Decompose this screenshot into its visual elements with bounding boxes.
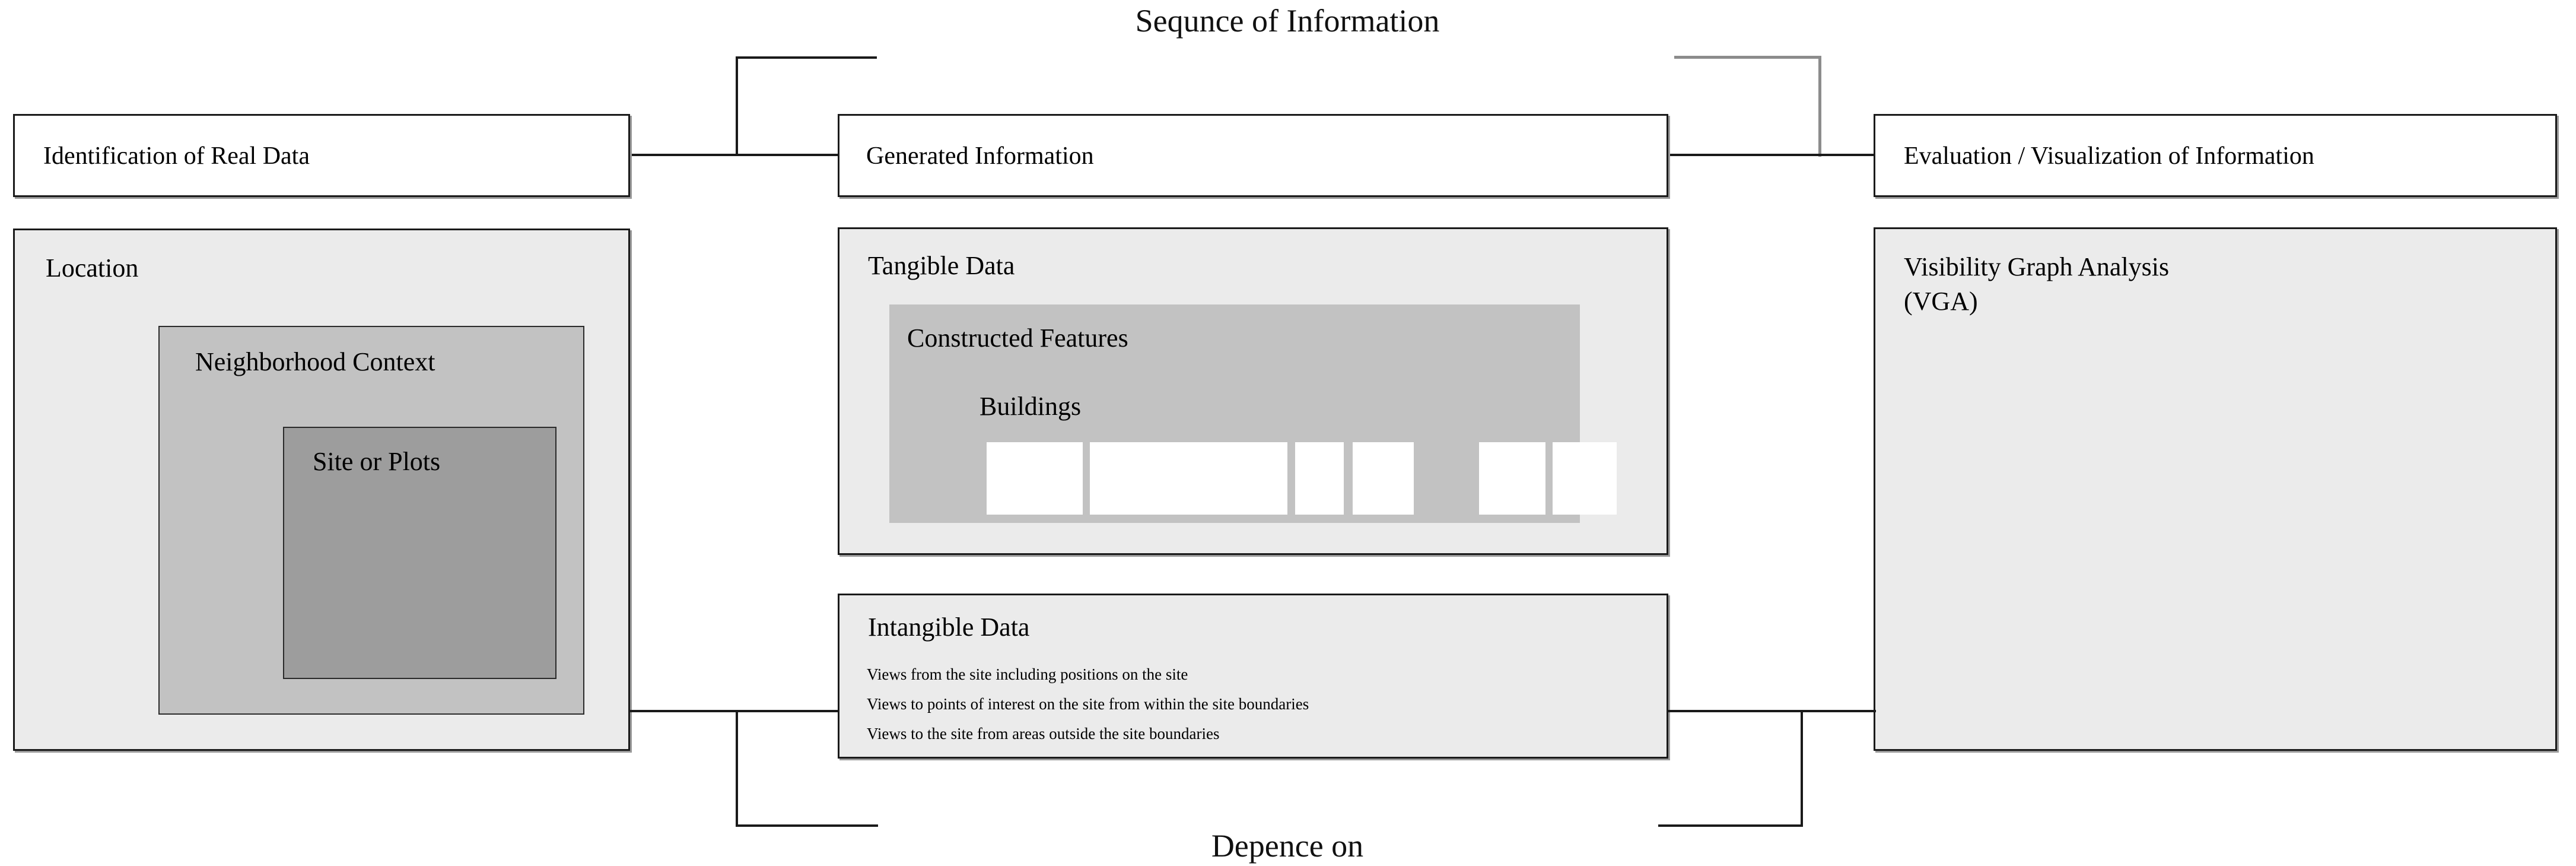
visibility-graph-analysis-box[interactable]: Visibility Graph Analysis (VGA) <box>1874 227 2557 751</box>
tangible-data-label: Tangible Data <box>868 251 1015 280</box>
top-left-connector-horizontal <box>736 56 877 59</box>
identification-of-real-data-box[interactable]: Identification of Real Data <box>13 114 630 197</box>
constructed-features-box[interactable]: Constructed Features Buildings <box>889 304 1617 523</box>
evaluation-visualization-label: Evaluation / Visualization of Informatio… <box>1904 142 2314 170</box>
location-box[interactable]: Location Neighborhood Context Site or Pl… <box>13 229 630 751</box>
tangible-data-box[interactable]: Tangible Data Constructed Features Build… <box>838 227 1668 555</box>
building-block <box>1479 442 1545 515</box>
connector-location-to-intangible <box>630 710 839 712</box>
building-block <box>1553 442 1617 515</box>
intangible-data-box[interactable]: Intangible Data Views from the site incl… <box>838 594 1668 759</box>
intangible-data-line-3: Views to the site from areas outside the… <box>867 725 1220 743</box>
building-block <box>1353 442 1414 515</box>
intangible-data-line-2: Views to points of interest on the site … <box>867 695 1309 713</box>
top-left-connector-vertical <box>736 56 738 156</box>
building-block <box>987 442 1083 515</box>
top-right-connector-vertical <box>1818 56 1821 157</box>
top-right-connector-horizontal <box>1674 56 1821 59</box>
vga-title-line-1: Visibility Graph Analysis <box>1904 252 2170 281</box>
bottom-left-connector-vertical <box>736 710 738 826</box>
intangible-data-label: Intangible Data <box>868 613 1030 642</box>
vga-title-line-2: (VGA) <box>1904 287 1978 316</box>
bottom-left-connector-horizontal <box>736 824 878 827</box>
location-label: Location <box>46 253 139 283</box>
connector-generated-to-evaluation <box>1668 154 1875 156</box>
bottom-right-connector-vertical <box>1801 710 1803 826</box>
connector-identification-to-generated <box>630 154 839 156</box>
bottom-right-connector-horizontal <box>1658 824 1803 827</box>
neighborhood-context-box[interactable]: Neighborhood Context Site or Plots <box>158 326 584 715</box>
generated-information-label: Generated Information <box>866 142 1094 170</box>
building-block <box>1090 442 1287 515</box>
constructed-features-label: Constructed Features <box>907 323 1128 353</box>
connector-intangible-to-vga <box>1668 710 1876 712</box>
building-block <box>1295 442 1344 515</box>
top-caption: Sequnce of Information <box>1135 3 1440 39</box>
neighborhood-context-label: Neighborhood Context <box>195 347 435 376</box>
identification-of-real-data-label: Identification of Real Data <box>43 142 310 170</box>
site-or-plots-box[interactable]: Site or Plots <box>283 427 556 679</box>
intangible-data-line-1: Views from the site including positions … <box>867 665 1188 683</box>
generated-information-box[interactable]: Generated Information <box>838 114 1668 197</box>
bottom-caption: Depence on <box>1211 828 1364 864</box>
evaluation-visualization-box[interactable]: Evaluation / Visualization of Informatio… <box>1874 114 2557 197</box>
buildings-label: Buildings <box>979 392 1082 421</box>
site-or-plots-label: Site or Plots <box>313 447 441 476</box>
